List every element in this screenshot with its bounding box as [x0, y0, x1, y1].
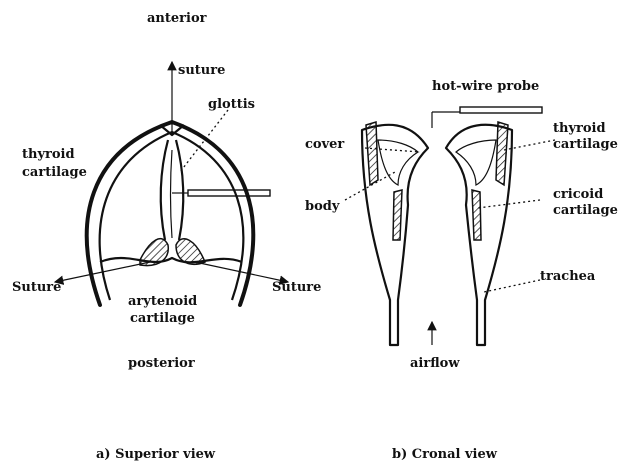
- label-suture-top: suture: [178, 63, 225, 78]
- caption-coronal: b) Cronal view: [392, 447, 498, 462]
- thyroid-cartilage-outline: [87, 122, 253, 305]
- left-thyroid: [366, 122, 378, 185]
- trachea-leader: [484, 280, 540, 292]
- cricoid-leader: [478, 200, 540, 208]
- label-cricoid-2: cartilage: [553, 203, 618, 218]
- vocal-fold-right: [176, 140, 183, 240]
- label-thyroid-a1: thyroid: [22, 147, 75, 162]
- posterior-wall: [100, 258, 242, 262]
- label-probe: hot-wire probe: [432, 79, 539, 94]
- vocal-fold-left: [161, 140, 168, 240]
- label-glottis: glottis: [208, 97, 255, 112]
- right-thyroid: [496, 122, 508, 185]
- label-anterior: anterior: [147, 11, 207, 26]
- label-arytenoid-1: arytenoid: [128, 294, 197, 309]
- label-posterior: posterior: [128, 356, 195, 371]
- glottis-leader: [180, 110, 228, 172]
- label-thyroid-b1: thyroid: [553, 121, 606, 136]
- superior-view: anterior suture glottis thyroid cartilag…: [12, 11, 321, 462]
- label-body: body: [305, 199, 340, 214]
- label-suture-left: Suture: [12, 280, 61, 295]
- label-suture-right: Suture: [272, 280, 321, 295]
- right-cricoid: [472, 190, 481, 240]
- probe-superior: [188, 190, 270, 196]
- label-airflow: airflow: [410, 356, 460, 371]
- label-cricoid-1: cricoid: [553, 187, 603, 202]
- label-thyroid-a2: cartilage: [22, 165, 87, 180]
- label-cover: cover: [305, 137, 344, 152]
- caption-superior: a) Superior view: [96, 447, 216, 462]
- probe-coronal: [460, 107, 542, 113]
- glottis-slit: [171, 150, 173, 238]
- left-body: [378, 140, 418, 185]
- coronal-view: hot-wire probe cover body thyroid cartil…: [305, 79, 618, 462]
- right-body: [456, 140, 496, 185]
- label-arytenoid-2: cartilage: [130, 311, 195, 326]
- suture-arrow-left: [55, 262, 150, 282]
- label-thyroid-b2: cartilage: [553, 137, 618, 152]
- label-trachea: trachea: [540, 269, 596, 284]
- left-cricoid: [393, 190, 402, 240]
